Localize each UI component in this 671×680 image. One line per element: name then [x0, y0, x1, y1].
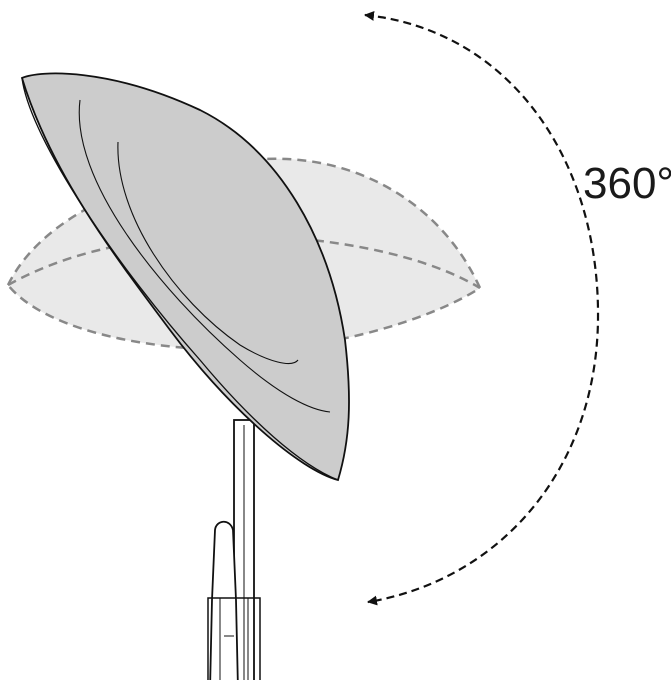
rotation-angle-label: 360°: [583, 159, 671, 208]
lamp-shade-icon: [20, 72, 350, 482]
lamp-hinge-clip: [207, 520, 261, 680]
rotation-arrow-icon: [364, 10, 600, 606]
lamp-shade-tilted: [20, 72, 350, 482]
